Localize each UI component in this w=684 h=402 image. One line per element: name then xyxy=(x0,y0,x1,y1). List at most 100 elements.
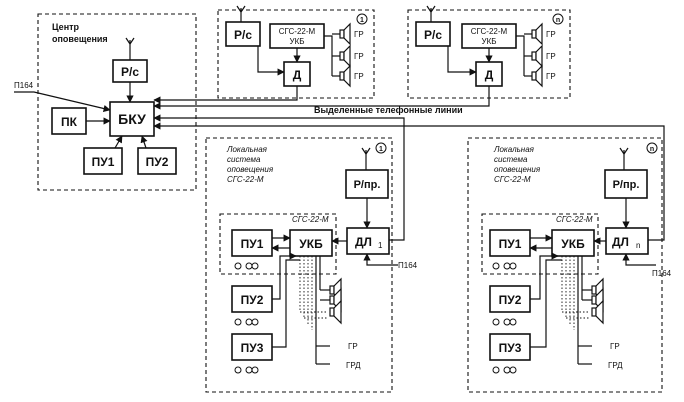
local-system-n-gr-label: ГР xyxy=(610,342,620,351)
local-system-n: n Локальная система оповещения СГС-22-М … xyxy=(467,137,672,393)
top-unit-n-antenna-icon xyxy=(426,5,436,22)
local-system-1: 1 Локальная система оповещения СГС-22-М … xyxy=(205,137,418,393)
local-system-1-speaker-3-icon xyxy=(329,299,342,325)
top-unit-n-rs-box xyxy=(415,21,451,47)
local-system-n-number: n xyxy=(650,146,654,153)
local-system-1-pu2-box xyxy=(231,285,273,313)
local-system-1-ukb-label: УКБ xyxy=(299,237,323,251)
top-unit-n-speaker-2-icon xyxy=(524,44,543,68)
phone-lines: Выделенные телефонные линии xyxy=(153,86,665,241)
top-unit-1-rs-box xyxy=(225,21,261,47)
top-unit-1-rs-label: Р/с xyxy=(234,28,252,42)
local-system-n-pu3-controls-icon xyxy=(492,366,517,374)
local-system-n-pu2-controls-icon xyxy=(492,318,517,326)
center-title-line2: оповещения xyxy=(52,34,108,44)
local-system-n-number-badge xyxy=(646,142,658,154)
local-system-n-speaker-3-icon xyxy=(591,299,604,325)
center-pu2-box xyxy=(137,147,177,175)
center-title-line1: Центр xyxy=(52,22,80,32)
center-pk-label: ПК xyxy=(61,115,78,129)
top-unit-1-d-label: Д xyxy=(293,68,302,82)
local-system-1-dl-label: ДЛ xyxy=(355,235,372,249)
center-border xyxy=(37,13,197,191)
local-system-1-pu2-label: ПУ2 xyxy=(241,293,264,307)
notification-center: Центр оповещения Р/с БКУ ПК ПУ1 ПУ2 П164 xyxy=(14,13,197,191)
top-unit-1-speaker-2-label: ГР xyxy=(354,52,364,61)
local-system-1-title-line2: система xyxy=(227,155,261,164)
local-system-n-p164-label: П164 xyxy=(652,269,672,278)
top-unit-1-speaker-1-icon xyxy=(332,22,351,46)
local-system-n-pu2-box xyxy=(489,285,531,313)
top-unit-n-speaker-1-icon xyxy=(524,22,543,46)
local-system-1-pu1-box xyxy=(231,229,273,257)
center-pu1-box xyxy=(83,147,123,175)
local-system-n-pu3-label: ПУ3 xyxy=(499,341,522,355)
local-system-1-pu3-controls-icon xyxy=(234,366,259,374)
top-unit-n-speaker-1-label: ГР xyxy=(546,30,556,39)
local-system-n-pu1-controls-icon xyxy=(492,262,517,270)
center-pu2-label: ПУ2 xyxy=(146,155,169,169)
local-system-n-title-line1: Локальная xyxy=(493,145,535,154)
center-rs-label: Р/с xyxy=(121,65,139,79)
local-system-1-title-line4: СГС-22-М xyxy=(227,175,264,184)
local-system-1-dl-box xyxy=(346,227,390,255)
phone-lines-label: Выделенные телефонные линии xyxy=(314,105,463,115)
phone-line-local-n xyxy=(153,122,665,241)
top-unit-1-speaker-1-label: ГР xyxy=(354,30,364,39)
local-system-1-dl-sub: 1 xyxy=(378,241,383,250)
top-unit-n-sgs-line1: СГС-22-М xyxy=(471,27,508,36)
local-system-n-ukb-box xyxy=(551,229,595,257)
top-unit-1-border xyxy=(217,9,375,99)
top-unit-n: n Р/с СГС-22-М УКБ Д ГР ГР ГР xyxy=(407,5,571,99)
top-unit-n-sgs-line2: УКБ xyxy=(482,37,497,46)
local-system-n-rpr-label: Р/пр. xyxy=(613,179,640,191)
top-unit-n-speaker-3-icon xyxy=(524,64,543,88)
local-system-1-grd-label: ГРД xyxy=(346,361,361,370)
top-unit-n-d-label: Д xyxy=(485,68,494,82)
center-pu1-label: ПУ1 xyxy=(92,155,115,169)
local-system-n-dl-box xyxy=(605,227,649,255)
local-system-n-sgs-label: СГС-22-М xyxy=(556,215,593,224)
top-unit-1-sgs-line2: УКБ xyxy=(290,37,305,46)
top-unit-1-speaker-2-icon xyxy=(332,44,351,68)
local-system-1-pu1-label: ПУ1 xyxy=(241,237,264,251)
local-system-1-number: 1 xyxy=(379,146,383,153)
local-system-1-title-line3: оповещения xyxy=(227,165,274,174)
local-system-n-title-line4: СГС-22-М xyxy=(494,175,531,184)
local-system-1-antenna-icon xyxy=(361,147,371,170)
local-system-1-border xyxy=(205,137,393,393)
local-system-1-sgs-label: СГС-22-М xyxy=(292,215,329,224)
local-system-n-pu1-box xyxy=(489,229,531,257)
local-system-1-pu1-controls-icon xyxy=(234,262,259,270)
local-system-1-sgs-border xyxy=(219,213,337,275)
top-unit-1-antenna-icon xyxy=(236,5,246,22)
top-unit-n-rs-label: Р/с xyxy=(424,28,442,42)
local-system-1-p164-label: П164 xyxy=(398,261,418,270)
top-unit-1-number: 1 xyxy=(360,17,364,24)
center-bku-label: БКУ xyxy=(118,111,146,127)
top-unit-1: 1 Р/с СГС-22-М УКБ Д ГР ГР ГР xyxy=(217,5,375,99)
local-system-1-title-line1: Локальная xyxy=(226,145,268,154)
local-system-n-pu1-label: ПУ1 xyxy=(499,237,522,251)
phone-line-local-1 xyxy=(153,114,405,241)
local-system-n-dl-sub: n xyxy=(636,241,640,250)
top-unit-n-number: n xyxy=(556,17,560,24)
center-p164-label: П164 xyxy=(14,81,34,90)
top-unit-1-sgs-line1: СГС-22-М xyxy=(279,27,316,36)
top-unit-n-number-badge xyxy=(552,13,564,25)
phone-line-top-1 xyxy=(153,86,298,104)
local-system-1-gr-label: ГР xyxy=(348,342,358,351)
local-system-1-rpr-label: Р/пр. xyxy=(354,179,381,191)
local-system-n-antenna-icon xyxy=(619,147,629,170)
top-unit-1-speaker-3-icon xyxy=(332,64,351,88)
local-system-n-dl-label: ДЛ xyxy=(612,235,629,249)
local-system-n-title-line2: система xyxy=(494,155,528,164)
top-unit-n-speaker-3-label: ГР xyxy=(546,72,556,81)
local-system-1-ukb-box xyxy=(289,229,333,257)
local-system-1-pu2-controls-icon xyxy=(234,318,259,326)
local-system-n-pu2-label: ПУ2 xyxy=(499,293,522,307)
local-system-n-grd-label: ГРД xyxy=(608,361,623,370)
local-system-n-ukb-label: УКБ xyxy=(561,237,585,251)
phone-line-top-n xyxy=(153,86,490,110)
